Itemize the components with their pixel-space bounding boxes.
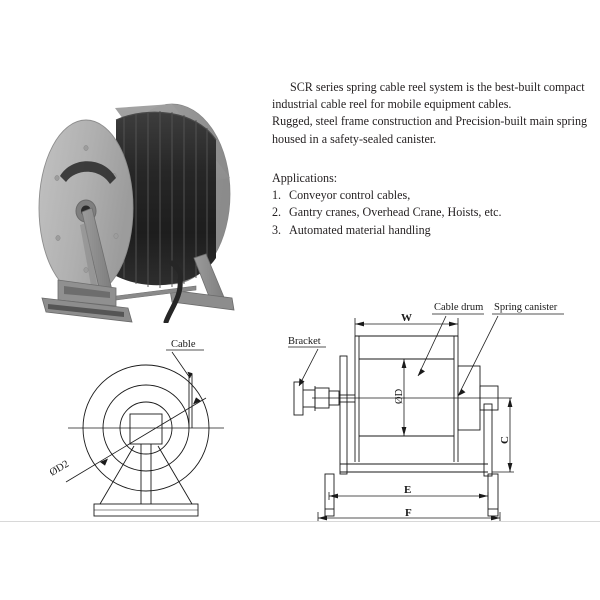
photo-left-flange	[38, 119, 134, 297]
technical-drawing-front-view: W ØD C E	[282, 296, 600, 525]
drawing-right-dimension-c: C	[499, 436, 511, 444]
applications-list: 1. Conveyor control cables, 2. Gantry cran…	[272, 187, 590, 239]
list-item-number: 2.	[272, 205, 282, 220]
description-line-1: SCR series spring cable reel system is t…	[290, 80, 585, 94]
product-photo	[20, 58, 265, 323]
technical-drawing-side-view: Cable ØD2	[38, 330, 270, 525]
list-item-label: Conveyor control cables,	[289, 188, 411, 203]
list-item-number: 1.	[272, 188, 282, 203]
list-item-label: Automated material handling	[289, 222, 431, 237]
drawing-right-dimension-e: E	[404, 484, 411, 496]
list-item: 3. Automated material handling	[272, 222, 590, 239]
applications-title: Applications:	[272, 171, 338, 185]
list-item-label: Gantry cranes, Overhead Crane, Hoists, e…	[289, 205, 502, 220]
applications-section: Applications: 1. Conveyor control cables,…	[272, 170, 590, 239]
drawing-right-label-bracket: Bracket	[288, 336, 321, 347]
product-description: SCR series spring cable reel system is t…	[272, 79, 590, 148]
drawing-right-label-spring-canister: Spring canister	[494, 302, 558, 313]
drawing-left-dimension-d2: ØD2	[48, 459, 71, 479]
list-item: 1. Conveyor control cables,	[272, 187, 590, 204]
page-fold-divider	[0, 521, 600, 600]
drawing-right-dimension-f: F	[405, 507, 412, 519]
photo-base	[41, 289, 235, 323]
list-item-number: 3.	[272, 222, 282, 237]
description-line-3: Rugged, steel frame construction and Pre…	[272, 114, 588, 129]
drawing-left-label-cable: Cable	[171, 339, 196, 350]
drawing-right-label-cable-drum: Cable drum	[434, 302, 483, 313]
list-item: 2. Gantry cranes, Overhead Crane, Hoists,…	[272, 204, 590, 221]
drawing-right-dimension-d: ØD	[394, 388, 405, 404]
description-line-4: housed in a safety-sealed canister.	[272, 131, 437, 146]
description-line-2: industrial cable reel for mobile equipme…	[272, 97, 512, 112]
drawing-right-dimension-w: W	[401, 312, 412, 324]
